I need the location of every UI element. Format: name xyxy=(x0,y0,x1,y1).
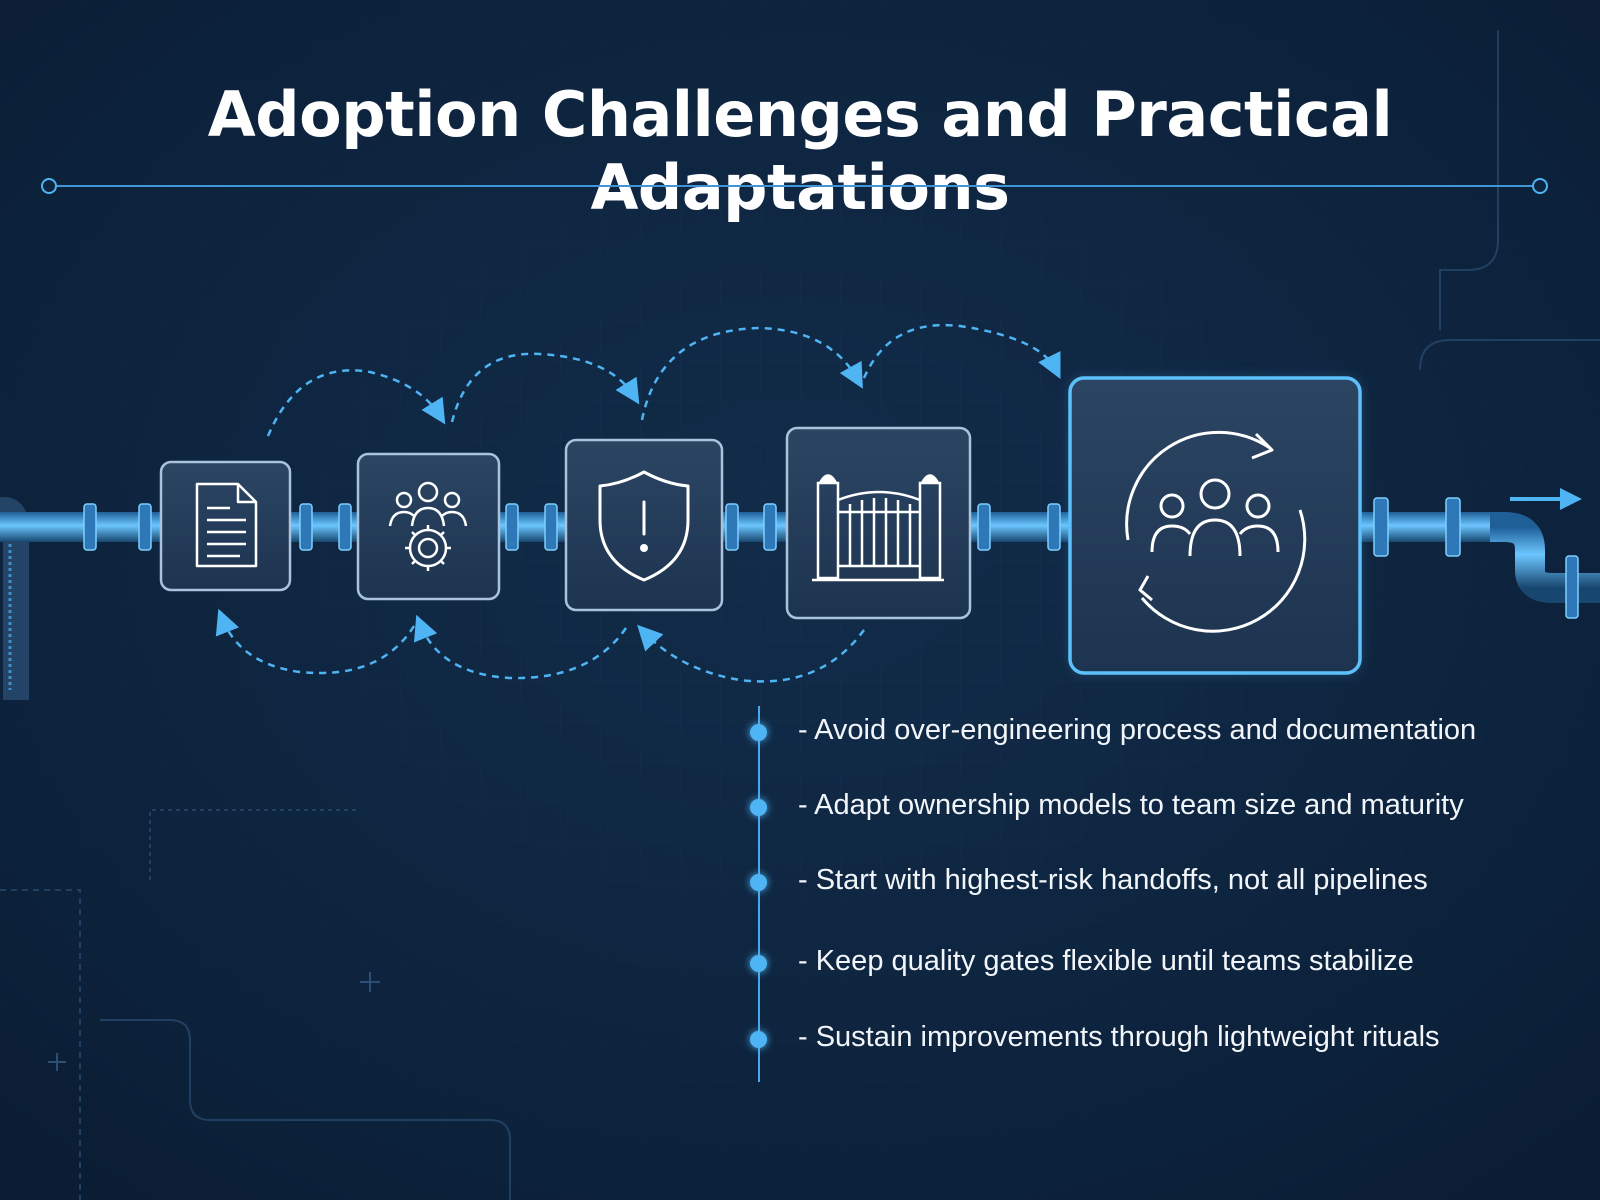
page-title: Adoption Challenges and Practical Adapta… xyxy=(207,78,1393,224)
list-item: - Adapt ownership models to team size an… xyxy=(740,787,1560,827)
bullet-dot xyxy=(750,799,767,816)
list-item-text: - Adapt ownership models to team size an… xyxy=(798,789,1464,821)
stage-document xyxy=(159,460,292,592)
stage-team-gear xyxy=(356,452,501,601)
bullet-dot xyxy=(750,874,767,891)
bullet-dot xyxy=(750,955,767,972)
list-item-text: - Start with highest-risk handoffs, not … xyxy=(798,864,1428,896)
list-item-text: - Sustain improvements through lightweig… xyxy=(798,1021,1440,1053)
bullet-dot xyxy=(750,1031,767,1048)
title-divider xyxy=(41,178,1548,194)
list-item: - Start with highest-risk handoffs, not … xyxy=(740,862,1560,902)
list-item-text: - Avoid over-engineering process and doc… xyxy=(798,714,1477,746)
list-item: - Avoid over-engineering process and doc… xyxy=(740,712,1560,752)
list-item: - Keep quality gates flexible until team… xyxy=(740,943,1560,983)
stage-shield xyxy=(564,438,724,612)
shield-alert-icon xyxy=(598,470,690,582)
team-cycle-icon xyxy=(1125,430,1307,633)
gate-icon xyxy=(812,474,944,582)
stage-gate xyxy=(785,426,972,620)
list-item-text: - Keep quality gates flexible until team… xyxy=(798,945,1414,977)
stage-team-cycle xyxy=(1068,376,1362,675)
feedback-arrows xyxy=(215,323,1061,683)
adaptations-list: - Avoid over-engineering process and doc… xyxy=(740,706,1560,1086)
list-item: - Sustain improvements through lightweig… xyxy=(740,1019,1560,1059)
bullet-dot xyxy=(750,724,767,741)
timeline-line xyxy=(758,706,760,1082)
document-icon xyxy=(195,482,258,568)
team-gear-icon xyxy=(388,481,468,571)
